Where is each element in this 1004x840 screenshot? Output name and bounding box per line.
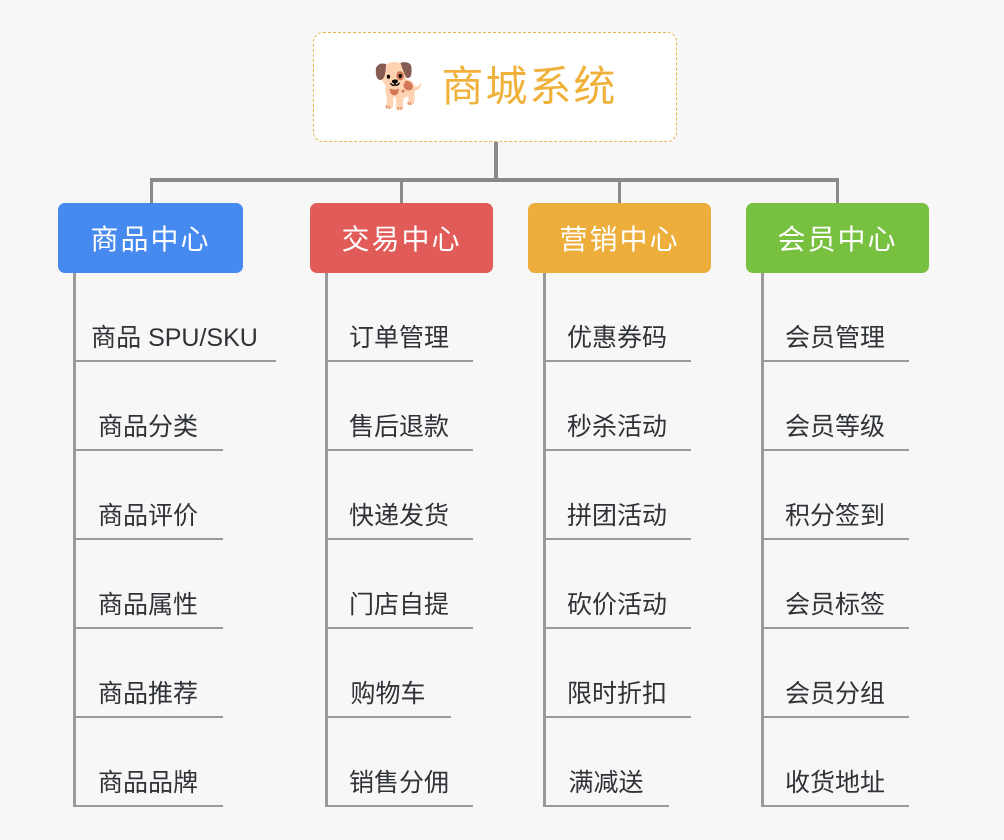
leaf-item[interactable]: 销售分佣 [325, 718, 473, 807]
leaf-item-label: 收货地址 [784, 769, 885, 797]
leaf-item[interactable]: 会员标签 [761, 540, 909, 629]
leaf-rail-column-4 [761, 273, 764, 807]
leaf-item[interactable]: 购物车 [325, 629, 451, 718]
leaf-item[interactable]: 商品分类 [73, 362, 223, 451]
leaf-item-label: 商品评价 [97, 502, 198, 530]
category-header-marketing-center[interactable]: 营销中心 [528, 203, 711, 273]
leaf-item[interactable]: 快递发货 [325, 451, 473, 540]
leaf-item[interactable]: 限时折扣 [543, 629, 691, 718]
connector-drop-column-1 [150, 178, 153, 205]
column-product-center: 商品中心 商品 SPU/SKU 商品分类 商品评价 商品属性 商品推荐 商品品牌 [58, 203, 276, 807]
leaf-item-label: 商品属性 [97, 591, 198, 619]
leaf-item[interactable]: 砍价活动 [543, 540, 691, 629]
column-member-center: 会员中心 会员管理 会员等级 积分签到 会员标签 会员分组 收货地址 [746, 203, 929, 807]
leaf-item-label: 满减送 [568, 769, 644, 797]
leaf-rail-column-2 [325, 273, 328, 807]
leaf-item-label: 订单管理 [348, 324, 449, 352]
leaf-item[interactable]: 商品评价 [73, 451, 223, 540]
leaf-item-label: 会员标签 [784, 591, 885, 619]
connector-drop-column-2 [400, 178, 403, 205]
leaf-list-column-1: 商品 SPU/SKU 商品分类 商品评价 商品属性 商品推荐 商品品牌 [58, 273, 276, 807]
leaf-list-column-2: 订单管理 售后退款 快递发货 门店自提 购物车 销售分佣 [310, 273, 493, 807]
category-label: 商品中心 [90, 224, 211, 255]
leaf-item[interactable]: 拼团活动 [543, 451, 691, 540]
leaf-item[interactable]: 满减送 [543, 718, 669, 807]
leaf-rail-column-3 [543, 273, 546, 807]
root-node-shop-system[interactable]: 🐕 商城系统 [313, 32, 677, 142]
connector-root-stem [494, 142, 498, 180]
category-label: 营销中心 [559, 224, 680, 255]
leaf-item-label: 销售分佣 [348, 769, 449, 797]
leaf-item-label: 限时折扣 [566, 680, 667, 708]
connector-drop-column-3 [618, 178, 621, 205]
leaf-item[interactable]: 收货地址 [761, 718, 909, 807]
category-label: 会员中心 [777, 224, 898, 255]
leaf-item-label: 积分签到 [784, 502, 885, 530]
leaf-item-label: 会员等级 [784, 413, 885, 441]
leaf-item-label: 砍价活动 [566, 591, 667, 619]
leaf-item[interactable]: 商品推荐 [73, 629, 223, 718]
leaf-item-label: 商品推荐 [97, 680, 198, 708]
leaf-item-label: 会员分组 [784, 680, 885, 708]
leaf-item[interactable]: 秒杀活动 [543, 362, 691, 451]
leaf-list-column-3: 优惠券码 秒杀活动 拼团活动 砍价活动 限时折扣 满减送 [528, 273, 711, 807]
leaf-list-column-4: 会员管理 会员等级 积分签到 会员标签 会员分组 收货地址 [746, 273, 929, 807]
leaf-item-label: 售后退款 [348, 413, 449, 441]
leaf-item-label: 优惠券码 [566, 324, 667, 352]
leaf-item-label: 购物车 [350, 680, 426, 708]
leaf-item[interactable]: 会员管理 [761, 273, 909, 362]
leaf-item[interactable]: 会员等级 [761, 362, 909, 451]
leaf-item[interactable]: 会员分组 [761, 629, 909, 718]
leaf-item-label: 秒杀活动 [566, 413, 667, 441]
leaf-item[interactable]: 订单管理 [325, 273, 473, 362]
column-trade-center: 交易中心 订单管理 售后退款 快递发货 门店自提 购物车 销售分佣 [310, 203, 493, 807]
leaf-item[interactable]: 售后退款 [325, 362, 473, 451]
connector-horizontal-bus [150, 178, 838, 182]
category-label: 交易中心 [341, 224, 462, 255]
leaf-item-label: 商品 SPU/SKU [91, 324, 258, 352]
column-marketing-center: 营销中心 优惠券码 秒杀活动 拼团活动 砍价活动 限时折扣 满减送 [528, 203, 711, 807]
leaf-item-label: 商品分类 [97, 413, 198, 441]
shiba-dog-face-icon: 🐕 [372, 62, 428, 111]
leaf-item-label: 快递发货 [348, 502, 449, 530]
category-header-product-center[interactable]: 商品中心 [58, 203, 243, 273]
connector-drop-column-4 [836, 178, 839, 205]
leaf-item[interactable]: 门店自提 [325, 540, 473, 629]
category-header-trade-center[interactable]: 交易中心 [310, 203, 493, 273]
leaf-rail-column-1 [73, 273, 76, 807]
leaf-item[interactable]: 积分签到 [761, 451, 909, 540]
leaf-item[interactable]: 优惠券码 [543, 273, 691, 362]
leaf-item-label: 拼团活动 [566, 502, 667, 530]
leaf-item-label: 会员管理 [784, 324, 885, 352]
leaf-item-label: 门店自提 [348, 591, 449, 619]
root-node-title: 商城系统 [441, 63, 618, 110]
leaf-item[interactable]: 商品 SPU/SKU [73, 273, 276, 362]
leaf-item-label: 商品品牌 [97, 769, 198, 797]
leaf-item[interactable]: 商品品牌 [73, 718, 223, 807]
category-header-member-center[interactable]: 会员中心 [746, 203, 929, 273]
leaf-item[interactable]: 商品属性 [73, 540, 223, 629]
